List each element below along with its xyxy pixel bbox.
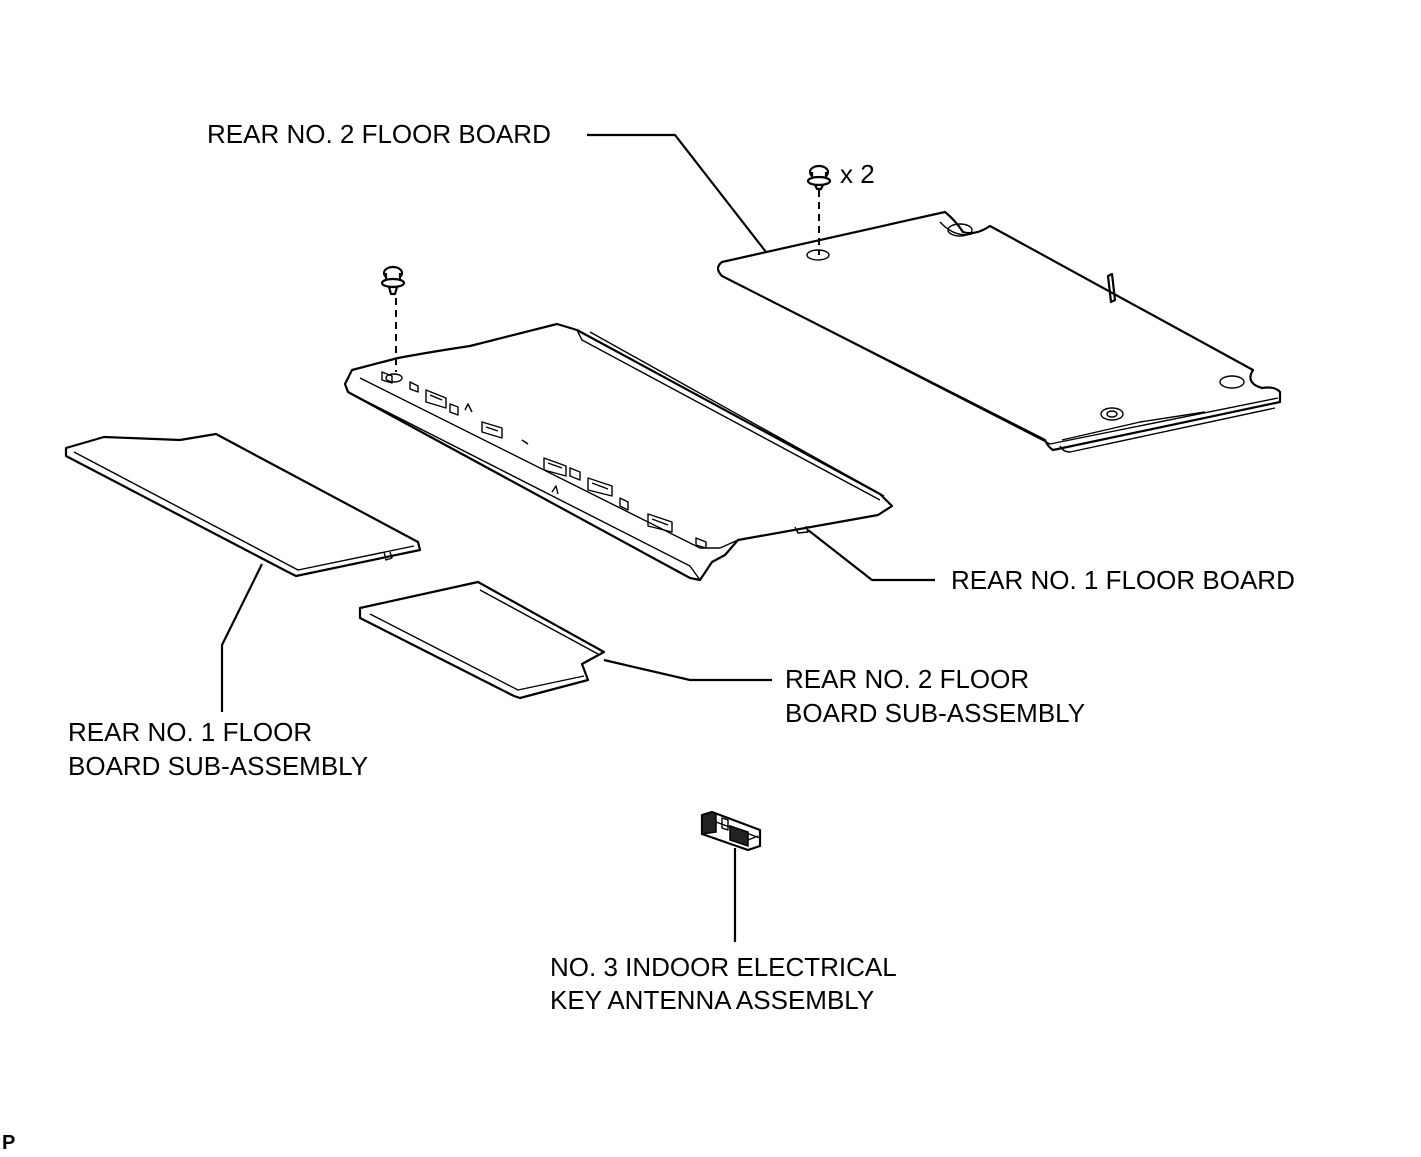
leader-lines <box>220 133 935 942</box>
label-rear-no2-sub-assembly-line2: BOARD SUB-ASSEMBLY <box>785 698 1086 728</box>
label-rear-no1-floor-board: REAR NO. 1 FLOOR BOARD <box>951 565 1295 595</box>
label-rear-no2-sub-assembly-line1: REAR NO. 2 FLOOR <box>785 664 1030 694</box>
label-rear-no1-sub-assembly-line1: REAR NO. 1 FLOOR <box>68 717 313 747</box>
rear-no2-floor-board-sub-assembly-part <box>358 580 606 700</box>
rear-no1-floor-board-part <box>343 322 894 582</box>
clip-icon <box>380 265 406 296</box>
key-antenna-part <box>700 810 762 852</box>
label-antenna-line1: NO. 3 INDOOR ELECTRICAL <box>550 952 897 982</box>
clip-icon <box>806 164 832 191</box>
rear-no1-floor-board-sub-assembly-part <box>64 432 422 578</box>
label-clip-quantity: x 2 <box>840 159 875 189</box>
label-antenna-line2: KEY ANTENNA ASSEMBLY <box>550 985 875 1015</box>
label-rear-no2-floor-board: REAR NO. 2 FLOOR BOARD <box>207 119 551 149</box>
label-rear-no1-sub-assembly-line2: BOARD SUB-ASSEMBLY <box>68 751 369 781</box>
rear-no2-floor-board-part <box>716 210 1282 453</box>
corner-mark: P <box>2 1132 16 1154</box>
